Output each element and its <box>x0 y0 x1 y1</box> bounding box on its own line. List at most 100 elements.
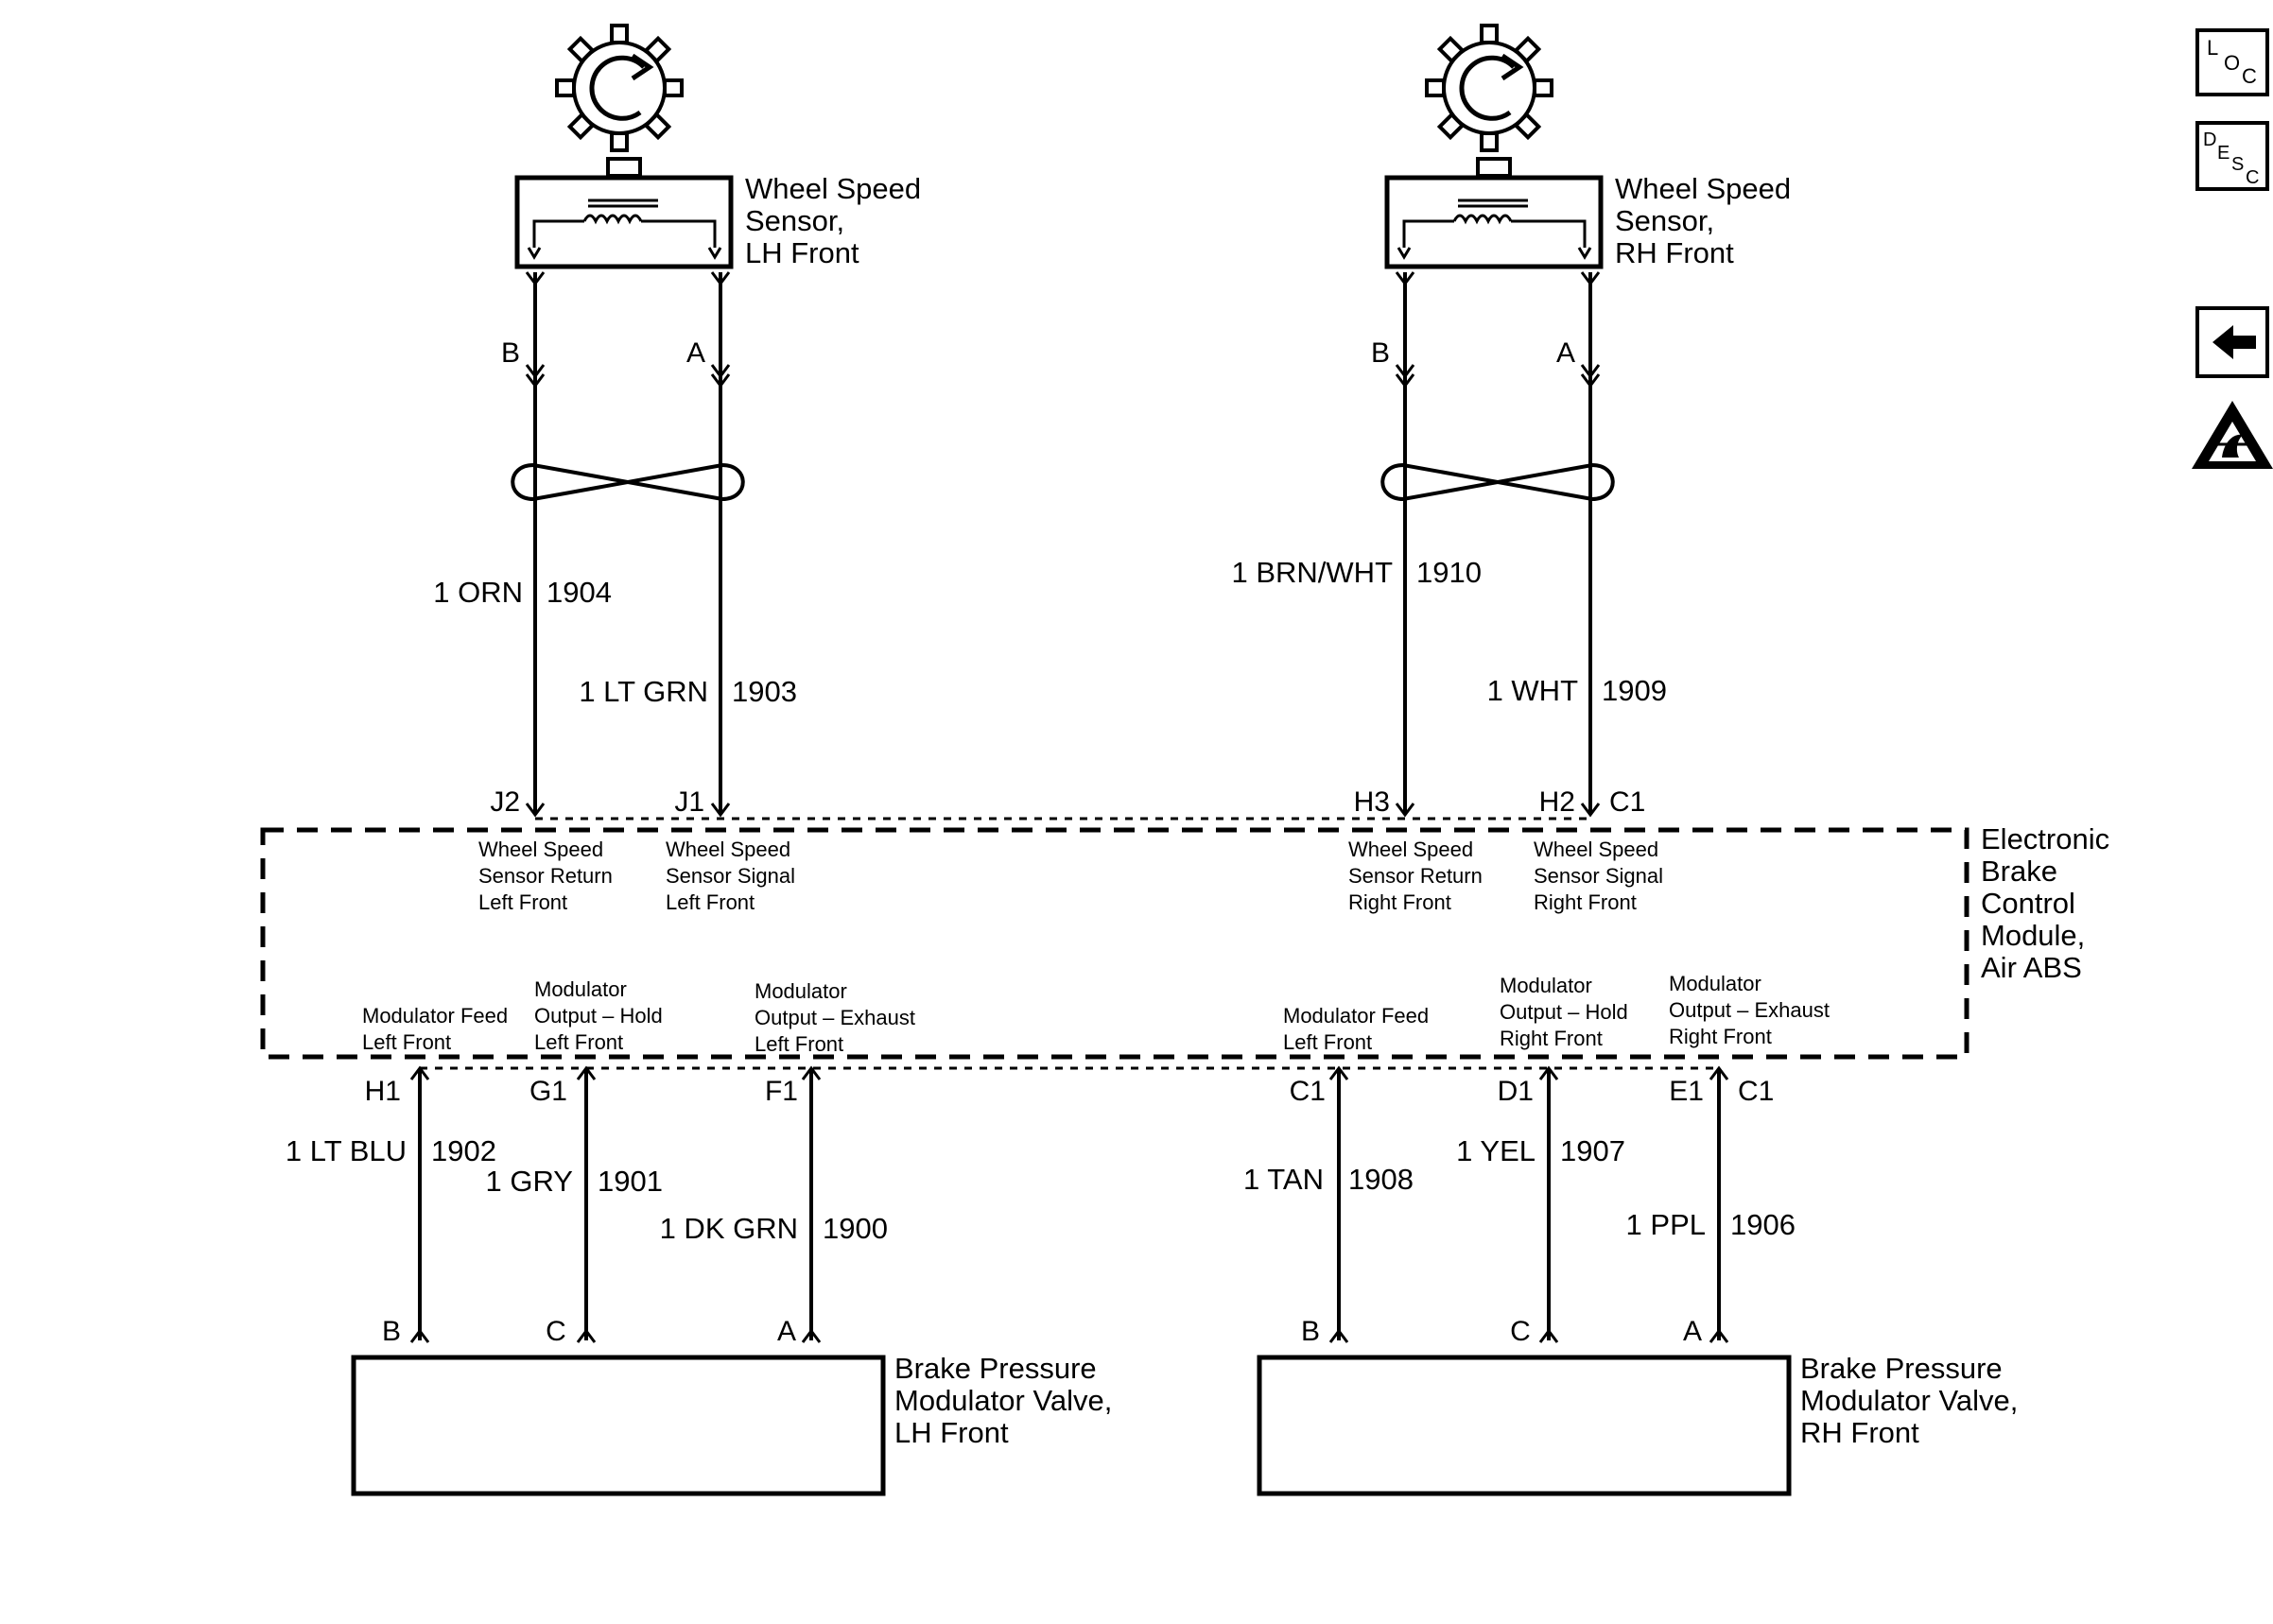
wires-top-lh: B A 1 ORN 1904 1 LT GRN 1903 <box>433 271 797 818</box>
valve-rh-title-1: Brake Pressure <box>1800 1352 2003 1385</box>
svg-text:Wheel Speed: Wheel Speed <box>1348 838 1473 861</box>
desc-icon[interactable]: D E S C <box>2195 121 2269 191</box>
desc-letter-s: S <box>2231 154 2244 175</box>
back-arrow-icon[interactable] <box>2195 306 2269 378</box>
reluctor-ring-rh-icon <box>1401 0 1578 176</box>
wires-top-rh: B A 1 BRN/WHT 1910 1 WHT 1909 <box>1232 271 1667 818</box>
loc-icon[interactable]: L O C <box>2195 28 2269 96</box>
loc-letter-c: C <box>2242 64 2257 88</box>
sensor-lh-title-3: LH Front <box>745 236 859 269</box>
desc-letter-e: E <box>2217 143 2230 164</box>
ebcm-pin-h2: H2 <box>1539 786 1575 818</box>
svg-text:Sensor Signal: Sensor Signal <box>1534 864 1663 888</box>
wire-1907-color: 1 YEL <box>1456 1134 1536 1167</box>
sensor-rh-title-3: RH Front <box>1615 236 1734 269</box>
wire-1908-color: 1 TAN <box>1243 1163 1324 1196</box>
svg-text:Left Front: Left Front <box>666 890 755 914</box>
svg-text:Output – Hold: Output – Hold <box>1500 1000 1628 1024</box>
desc-letter-d: D <box>2203 130 2216 150</box>
brake-pressure-modulator-valve-lh: B C A Brake Pressure Modulator Valve, LH… <box>351 1316 1112 1496</box>
label-lh-signal: Wheel Speed Sensor Signal Left Front <box>666 838 795 914</box>
valve-rh-pin-a: A <box>1683 1316 1702 1347</box>
sensor-lh-pin-a: A <box>686 337 705 369</box>
wires-bottom-rh: 1 TAN 1908 1 YEL 1907 1 PPL 1906 <box>1243 1065 1796 1343</box>
svg-text:Modulator: Modulator <box>1669 972 1761 995</box>
ebcm-outline <box>260 827 1969 1060</box>
label-rh-signal: Wheel Speed Sensor Signal Right Front <box>1534 838 1663 914</box>
svg-text:Modulator: Modulator <box>1500 974 1592 997</box>
wire-1904-color: 1 ORN <box>433 576 523 609</box>
wire-1903-circuit: 1903 <box>732 675 797 708</box>
svg-text:Module,: Module, <box>1981 919 2085 952</box>
reluctor-ring-lh-icon <box>531 0 708 176</box>
label-lh-hold: Modulator Output – Hold Left Front <box>534 977 663 1054</box>
wire-1900-color: 1 DK GRN <box>660 1212 798 1245</box>
wire-1903-color: 1 LT GRN <box>579 675 708 708</box>
valve-lh-pin-b: B <box>382 1316 401 1347</box>
sensor-lh-title-1: Wheel Speed <box>745 172 921 205</box>
svg-text:Electronic: Electronic <box>1981 822 2109 855</box>
valve-lh-pin-c: C <box>546 1316 566 1347</box>
sensor-rh-title-2: Sensor, <box>1615 204 1714 237</box>
ebcm-pin-g1: G1 <box>529 1076 567 1107</box>
ebcm-pin-j1: J1 <box>674 786 704 818</box>
svg-text:Left Front: Left Front <box>534 1030 623 1054</box>
svg-text:Left Front: Left Front <box>362 1030 451 1054</box>
twisted-pair-rh <box>1380 462 1615 502</box>
wire-1901-color: 1 GRY <box>486 1165 573 1198</box>
svg-text:Right Front: Right Front <box>1669 1025 1772 1048</box>
valve-rh-pin-c: C <box>1510 1316 1531 1347</box>
svg-text:Control: Control <box>1981 887 2075 920</box>
valve-lh-pin-a: A <box>777 1316 796 1347</box>
svg-text:Wheel Speed: Wheel Speed <box>666 838 790 861</box>
wire-1901-circuit: 1901 <box>598 1165 663 1198</box>
svg-text:Output – Hold: Output – Hold <box>534 1004 663 1028</box>
label-rh-return: Wheel Speed Sensor Return Right Front <box>1348 838 1483 914</box>
svg-text:Wheel Speed: Wheel Speed <box>478 838 603 861</box>
label-lh-exhaust: Modulator Output – Exhaust Left Front <box>755 979 915 1056</box>
valve-rh-title-3: RH Front <box>1800 1416 1919 1449</box>
ebcm-pin-j2: J2 <box>490 786 520 818</box>
wire-1909-circuit: 1909 <box>1602 674 1667 707</box>
label-rh-hold: Modulator Output – Hold Right Front <box>1500 974 1628 1050</box>
wire-1909-color: 1 WHT <box>1487 674 1579 707</box>
svg-text:Brake: Brake <box>1981 855 2057 888</box>
brake-pressure-modulator-valve-rh: B C A Brake Pressure Modulator Valve, RH… <box>1257 1316 2018 1496</box>
svg-text:Left Front: Left Front <box>755 1032 843 1056</box>
wire-1908-circuit: 1908 <box>1348 1163 1414 1196</box>
ebcm-connector-c1-top: C1 <box>1609 786 1645 818</box>
svg-text:Sensor Return: Sensor Return <box>1348 864 1483 888</box>
wire-1906-circuit: 1906 <box>1730 1208 1796 1241</box>
svg-text:Right Front: Right Front <box>1534 890 1637 914</box>
sensor-rh-pin-b: B <box>1371 337 1390 369</box>
svg-text:Wheel Speed: Wheel Speed <box>1534 838 1658 861</box>
svg-text:Right Front: Right Front <box>1500 1027 1603 1050</box>
svg-text:Modulator: Modulator <box>755 979 847 1003</box>
wire-1910-color: 1 BRN/WHT <box>1232 556 1394 589</box>
loc-letter-o: O <box>2224 51 2240 75</box>
wire-1906-color: 1 PPL <box>1626 1208 1706 1241</box>
ebcm-connector-c1-bottom: C1 <box>1738 1076 1774 1107</box>
ebcm-pin-h3: H3 <box>1354 786 1390 818</box>
valve-lh-title-2: Modulator Valve, <box>894 1384 1112 1417</box>
sensor-lh-pin-b: B <box>501 337 520 369</box>
svg-text:Modulator Feed: Modulator Feed <box>1283 1004 1429 1028</box>
svg-text:Sensor Signal: Sensor Signal <box>666 864 795 888</box>
wire-1910-circuit: 1910 <box>1416 556 1482 589</box>
svg-text:Output – Exhaust: Output – Exhaust <box>1669 998 1830 1022</box>
wheel-speed-sensor-lh: Wheel Speed Sensor, LH Front <box>514 0 921 269</box>
svg-text:Modulator: Modulator <box>534 977 627 1001</box>
valve-rh-title-2: Modulator Valve, <box>1800 1384 2018 1417</box>
sensor-rh-title-1: Wheel Speed <box>1615 172 1791 205</box>
valve-rh-pin-b: B <box>1301 1316 1320 1347</box>
wire-1907-circuit: 1907 <box>1560 1134 1625 1167</box>
label-rh-feed: Modulator Feed Left Front <box>1283 1004 1429 1054</box>
wire-1900-circuit: 1900 <box>823 1212 888 1245</box>
svg-text:Output – Exhaust: Output – Exhaust <box>755 1006 915 1029</box>
svg-text:Sensor Return: Sensor Return <box>478 864 613 888</box>
ebcm-pin-f1: F1 <box>765 1076 798 1107</box>
loc-letter-l: L <box>2207 36 2218 60</box>
label-lh-return: Wheel Speed Sensor Return Left Front <box>478 838 613 914</box>
svg-text:Left Front: Left Front <box>478 890 567 914</box>
